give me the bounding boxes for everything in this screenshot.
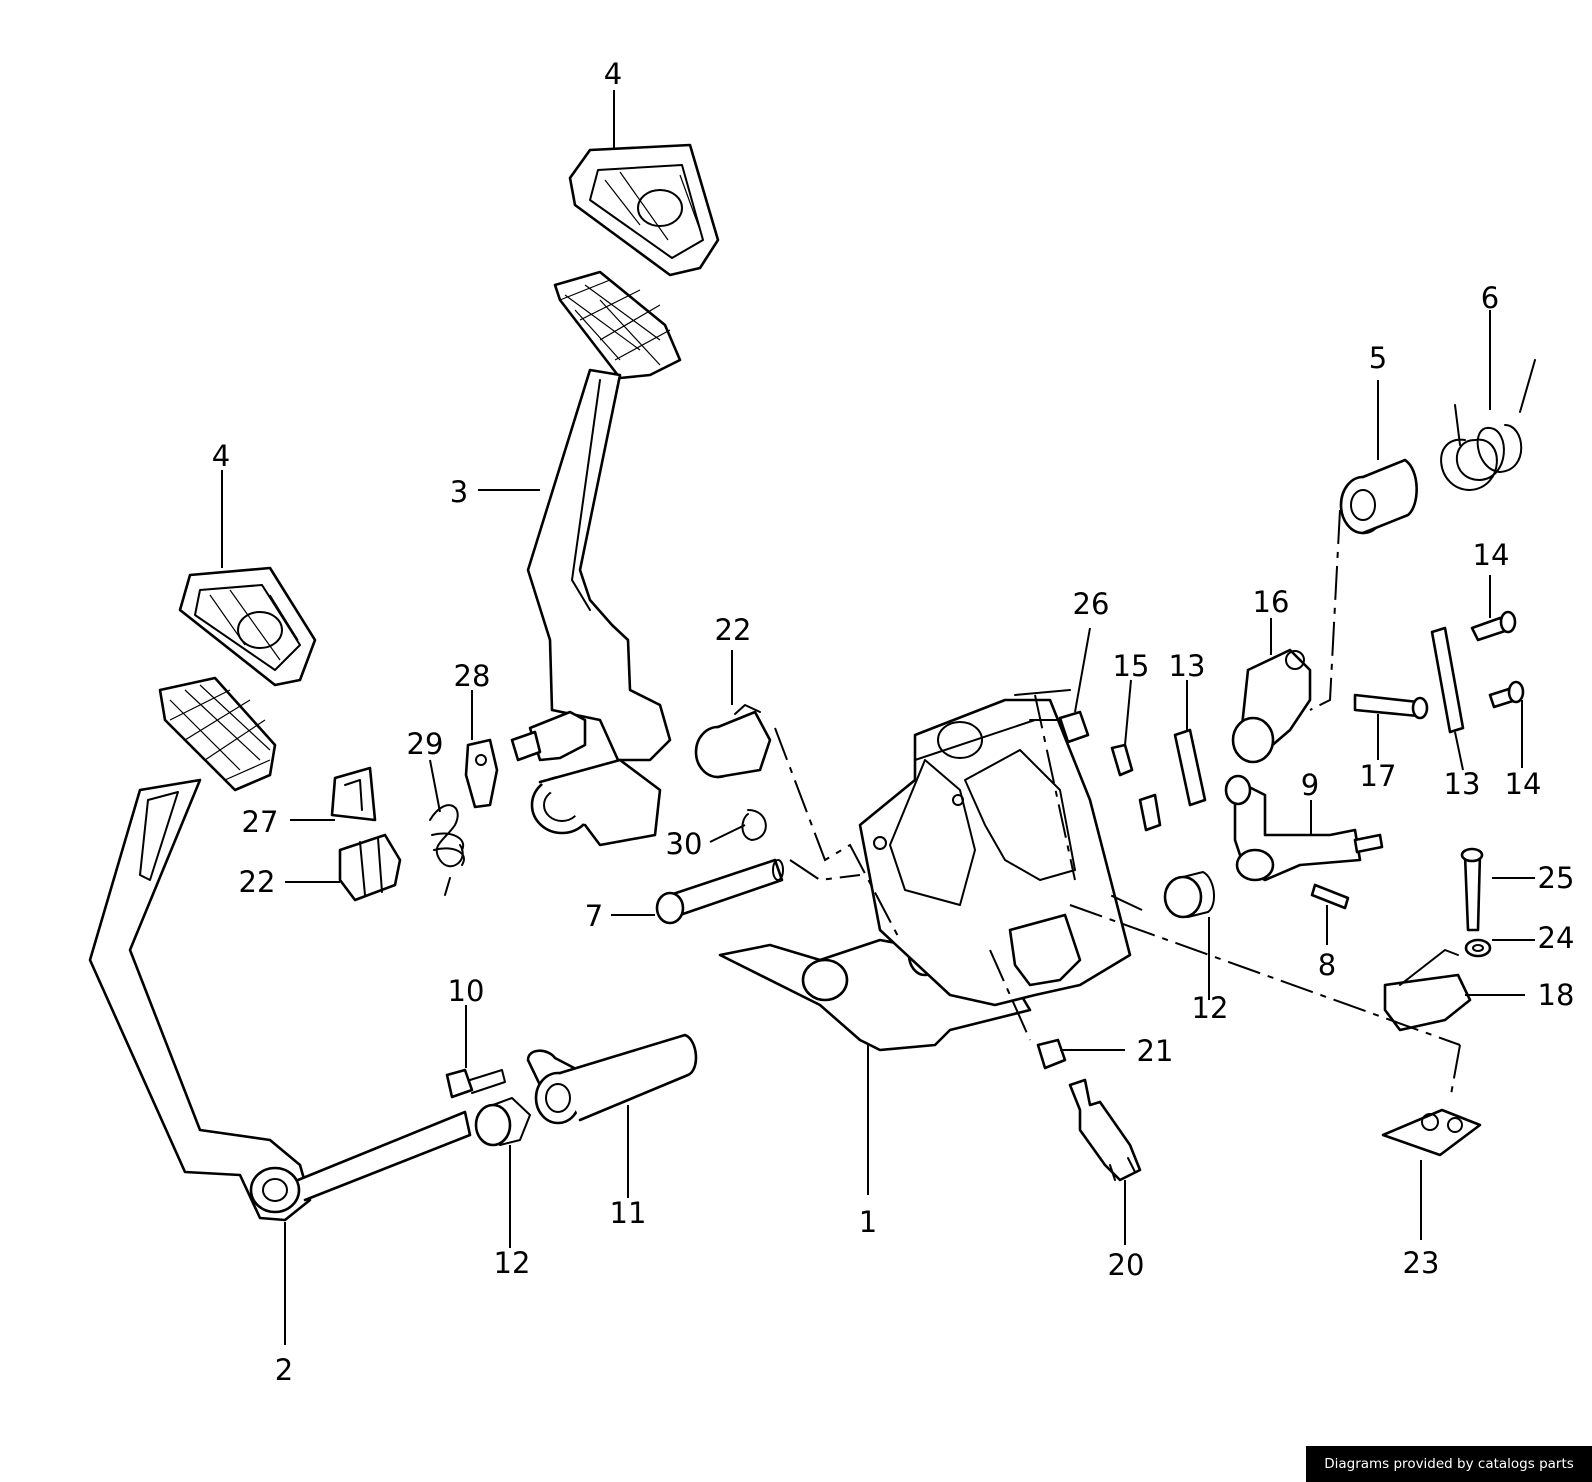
part-16-bracket [1231, 648, 1312, 764]
callout-24: 24 [1538, 921, 1575, 955]
part-8-pin [1310, 883, 1350, 910]
callout-22-top: 22 [715, 613, 752, 647]
part-22-bushing-left [338, 833, 402, 902]
part-18-microswitch [1383, 949, 1472, 1032]
callout-15: 15 [1113, 649, 1150, 683]
callout-21: 21 [1137, 1034, 1174, 1068]
callout-22-left: 22 [239, 865, 276, 899]
callout-3: 3 [450, 475, 468, 509]
callout-14-top: 14 [1473, 538, 1510, 572]
part-3-brake-pedal [510, 270, 682, 847]
callout-10: 10 [448, 974, 485, 1008]
part-13-link-plate-left [1173, 728, 1207, 807]
part-4-pedal-pad-left [178, 566, 317, 687]
credit-text: Diagrams provided by catalogs parts [1324, 1456, 1574, 1472]
callout-8: 8 [1318, 948, 1336, 982]
part-4-pedal-pad-top [568, 143, 720, 277]
callout-2: 2 [275, 1353, 293, 1387]
part-6-torsion-spring [1440, 359, 1536, 491]
callout-5: 5 [1369, 341, 1387, 375]
part-2-clutch-pedal [88, 676, 472, 1222]
callout-28: 28 [454, 659, 491, 693]
callout-25: 25 [1538, 861, 1575, 895]
part-23-mounting-plate [1381, 1108, 1482, 1157]
leader-lines [221, 90, 1535, 1345]
part-1-pedal-bracket [718, 689, 1132, 1052]
part-11-sleeve [526, 1033, 698, 1125]
part-12-bushing-left [474, 1097, 531, 1147]
part-5-rubber-bushing [1339, 458, 1418, 535]
part-28-plate [464, 738, 499, 809]
part-14-screws [1470, 610, 1525, 709]
callout-4-top: 4 [604, 57, 622, 91]
callout-13-left: 13 [1169, 649, 1206, 683]
callout-27: 27 [242, 805, 279, 839]
part-21-clip [1036, 1038, 1067, 1070]
callout-12-left: 12 [494, 1246, 531, 1280]
callout-9: 9 [1301, 768, 1319, 802]
callout-1: 1 [859, 1205, 877, 1239]
part-9-lever [1224, 774, 1384, 882]
callout-29: 29 [407, 727, 444, 761]
part-20-switch [1068, 1078, 1142, 1182]
callout-12-right: 12 [1192, 991, 1229, 1025]
credit-banner: Diagrams provided by catalogs parts [1306, 1446, 1592, 1482]
callout-20: 20 [1108, 1248, 1145, 1282]
part-22-bushing-top [694, 704, 772, 779]
callout-30: 30 [666, 827, 703, 861]
part-10-bolt [445, 1068, 506, 1099]
part-15-clips [1110, 743, 1162, 832]
part-29-return-spring [429, 804, 465, 896]
callout-17: 17 [1360, 759, 1397, 793]
part-17-bolt [1353, 693, 1429, 720]
part-26-nut [1058, 710, 1090, 744]
callout-23: 23 [1403, 1246, 1440, 1280]
part-30-circlip [741, 809, 767, 841]
part-7-pivot-pin [655, 858, 784, 925]
callout-labels: 1 2 3 4 4 5 6 7 8 9 10 11 12 12 13 13 14… [212, 57, 1575, 1387]
callout-7: 7 [585, 899, 603, 933]
assembly-lines [774, 509, 1461, 1101]
part-25-screw [1460, 847, 1484, 932]
callout-16: 16 [1253, 585, 1290, 619]
callout-11: 11 [610, 1196, 647, 1230]
callout-13-right: 13 [1444, 767, 1481, 801]
part-24-washer [1464, 938, 1492, 958]
part-13-link-plate-right [1430, 626, 1465, 734]
callout-14-bottom: 14 [1505, 767, 1542, 801]
part-27-clip [330, 766, 377, 822]
callout-26: 26 [1073, 587, 1110, 621]
callout-6: 6 [1481, 281, 1499, 315]
part-12-bushing-right [1163, 871, 1215, 919]
callout-18: 18 [1538, 978, 1575, 1012]
callout-4-left: 4 [212, 439, 230, 473]
